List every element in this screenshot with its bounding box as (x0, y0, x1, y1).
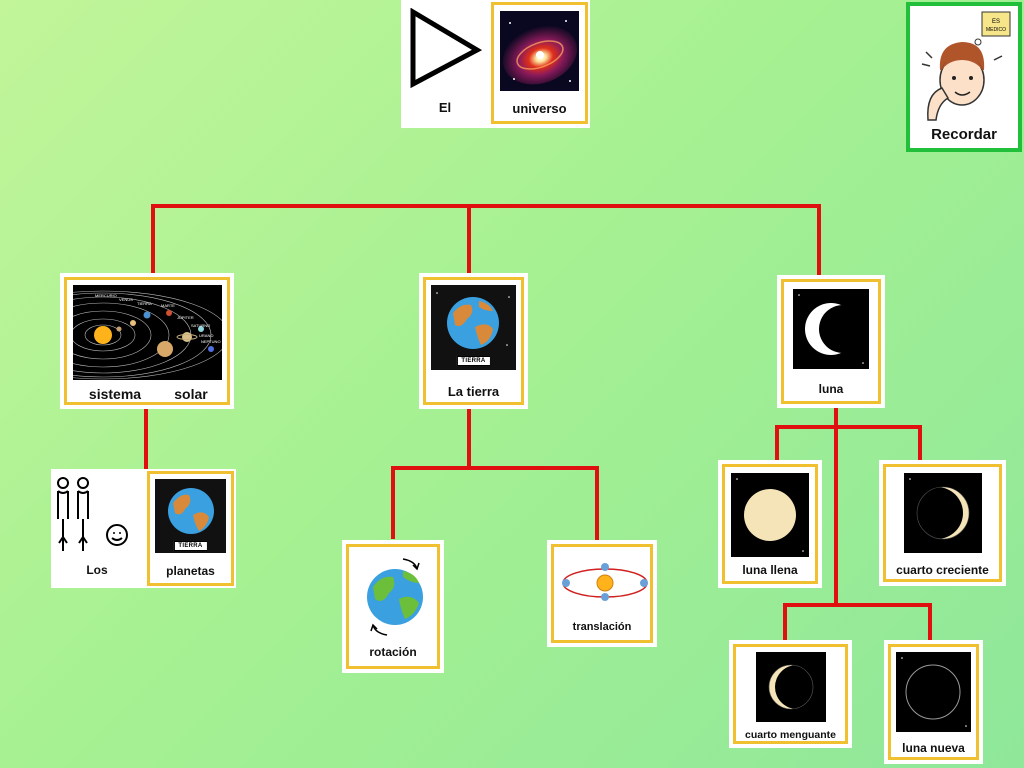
luna-llena-card[interactable]: luna llena (718, 460, 822, 588)
cuarto-creciente-frame: cuarto creciente (883, 464, 1002, 582)
la-tierra-frame: TIERRA La tierra (423, 277, 524, 405)
planetas-frame: TIERRA planetas (147, 471, 234, 586)
tierra-tag: TIERRA (456, 356, 491, 366)
cuarto-creciente-label: cuarto creciente (896, 563, 989, 577)
translacion-card[interactable]: translación (547, 540, 657, 647)
planet-earth-image: TIERRA (155, 479, 226, 558)
universo-card[interactable]: universo (491, 2, 588, 124)
rotacion-card[interactable]: rotación (342, 540, 444, 673)
connector-tierra-children (391, 406, 599, 542)
full-moon-image (731, 473, 809, 562)
planet-label-8: NEPTUNO (201, 339, 221, 344)
planet-label-5: JÚPITER (177, 315, 194, 320)
waxing-crescent-image (904, 473, 982, 558)
los-label: Los (86, 563, 108, 577)
galaxy-image (500, 11, 579, 96)
los-planetas-card[interactable]: Los TIERRA planetas (51, 469, 236, 588)
new-moon-image (896, 652, 971, 737)
title-card: El univers (401, 0, 590, 128)
play-triangle-icon (407, 7, 483, 93)
connector-luna-children (775, 406, 932, 642)
title-article: El (438, 100, 452, 115)
waning-crescent-image (756, 652, 826, 727)
luna-nueva-label: luna nueva (902, 741, 965, 755)
cuarto-menguante-frame: cuarto menguante (733, 644, 848, 744)
translacion-label: translación (572, 621, 632, 633)
recordar-button[interactable]: ES MEDICO Recordar (906, 2, 1022, 152)
planetas-label: planetas (166, 564, 215, 578)
cuarto-creciente-card[interactable]: cuarto creciente (879, 460, 1006, 586)
planetas-tag: TIERRA (173, 541, 208, 551)
solar-word: solar (174, 386, 208, 402)
planet-label-6: SATURNO (191, 323, 210, 328)
rotacion-label: rotación (369, 645, 417, 659)
luna-label: luna (818, 382, 844, 396)
people-symbol-icon (55, 475, 139, 560)
sistema-word: sistema (88, 386, 142, 402)
solar-system-image: MERCURIO VENUS TIERRA MARTE JÚPITER SATU… (0, 285, 230, 385)
luna-llena-frame: luna llena (722, 464, 818, 584)
luna-card[interactable]: luna (777, 275, 885, 408)
translacion-frame: translación (551, 544, 653, 643)
la-tierra-label: La tierra (447, 384, 500, 399)
bubble-text-1: ES (992, 19, 1000, 25)
planet-label-3: TIERRA (137, 301, 152, 306)
orbit-image (558, 553, 652, 618)
earth-tile-image: TIERRA (431, 285, 516, 375)
planet-label-1: MERCURIO (95, 293, 117, 298)
luna-frame: luna (781, 279, 881, 404)
title-noun: universo (512, 101, 567, 116)
planet-label-4: MARTE (161, 303, 175, 308)
crescent-moon-image (793, 289, 869, 374)
recordar-label: Recordar (931, 126, 997, 143)
cuarto-menguante-card[interactable]: cuarto menguante (729, 640, 852, 748)
luna-llena-label: luna llena (742, 563, 798, 577)
rotating-earth-image (357, 553, 433, 644)
planet-label-7: URANO (199, 333, 213, 338)
connector-root (151, 204, 821, 277)
bubble-text-2: MEDICO (986, 27, 1006, 33)
planet-label-2: VENUS (119, 297, 133, 302)
sistema-solar-frame: MERCURIO VENUS TIERRA MARTE JÚPITER SATU… (0, 277, 230, 405)
rotacion-frame: rotación (346, 544, 440, 669)
cuarto-menguante-label: cuarto menguante (744, 729, 836, 741)
luna-nueva-frame: luna nueva (888, 644, 979, 760)
thinking-person-icon: ES MEDICO (914, 8, 1018, 131)
sistema-solar-card[interactable]: MERCURIO VENUS TIERRA MARTE JÚPITER SATU… (0, 273, 234, 409)
la-tierra-card[interactable]: TIERRA La tierra (419, 273, 528, 409)
luna-nueva-card[interactable]: luna nueva (884, 640, 983, 764)
